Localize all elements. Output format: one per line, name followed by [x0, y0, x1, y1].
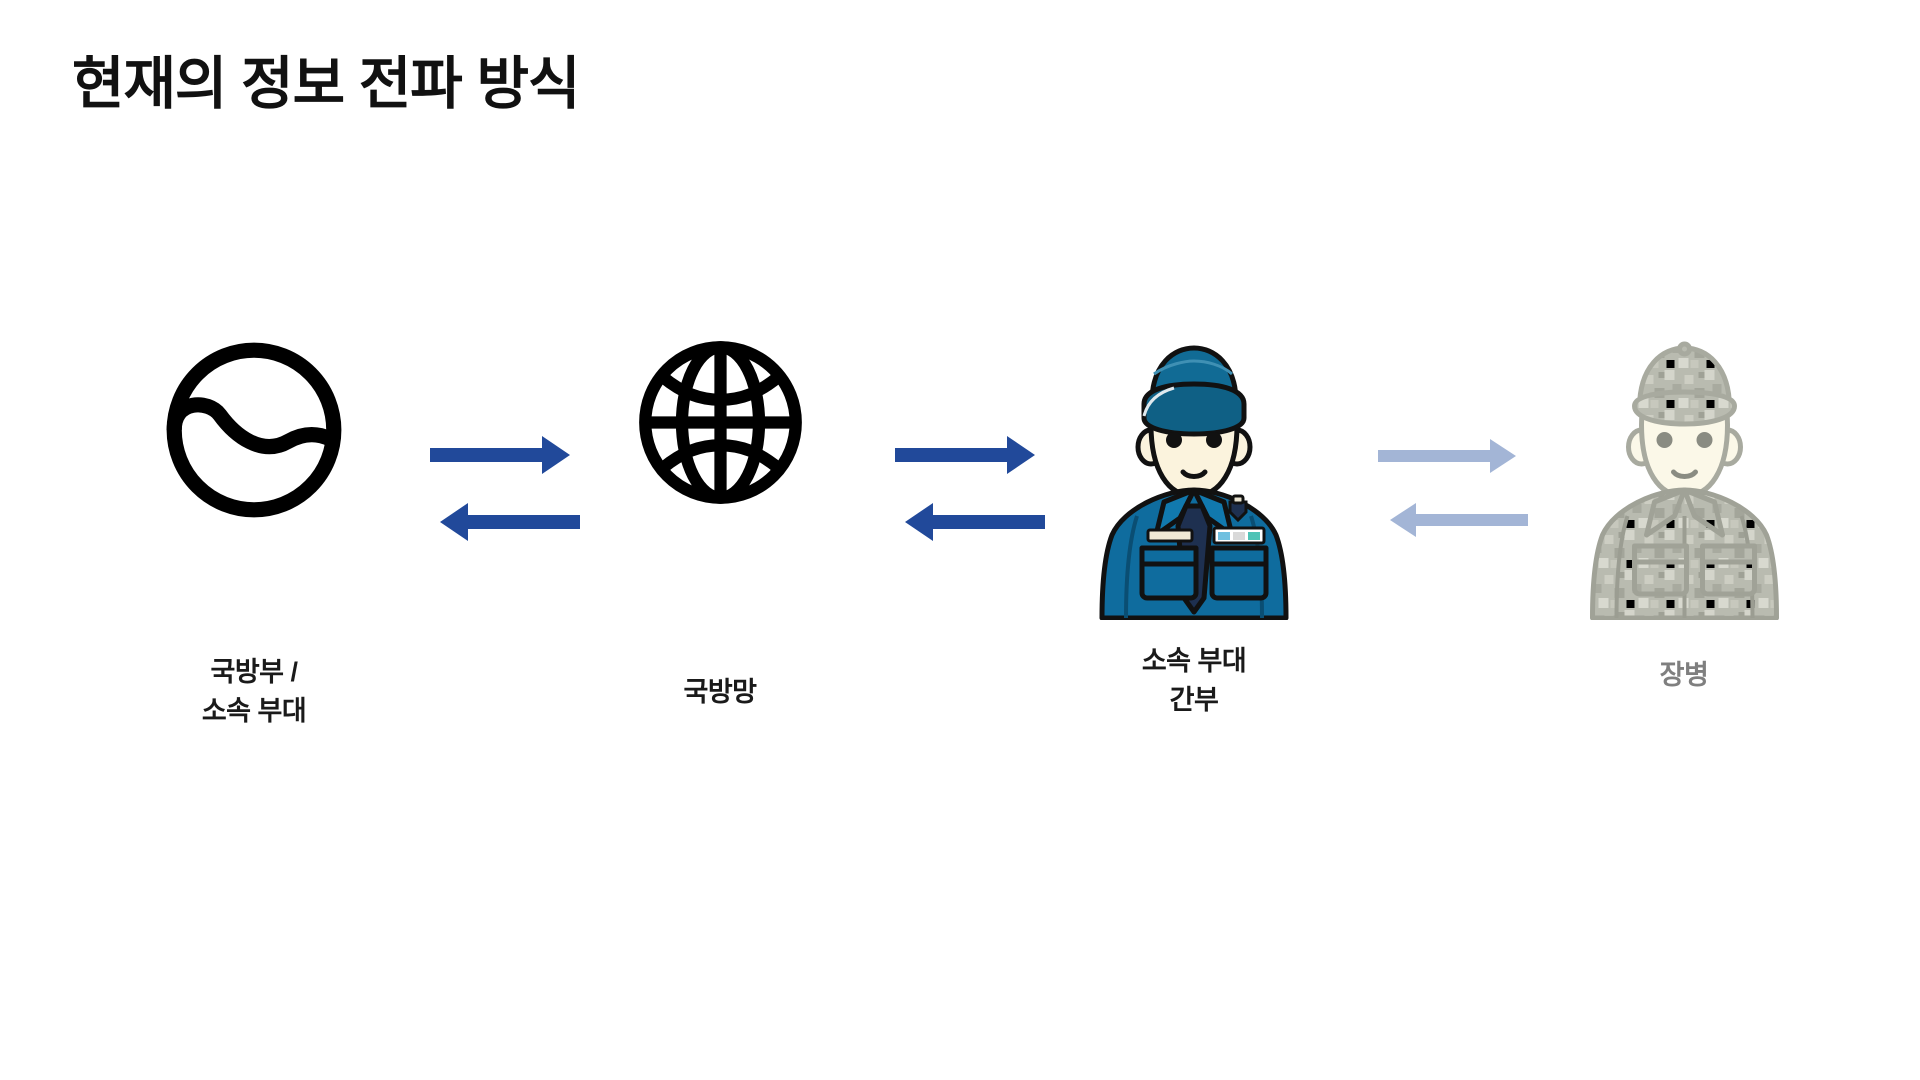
globe-icon [570, 330, 870, 635]
arrow-left-icon [905, 503, 1045, 541]
flow-node-ministry[interactable]: 국방부 / 소속 부대 [104, 330, 404, 760]
arrow-right-icon [895, 436, 1035, 474]
connector-officer-to-soldier [1378, 430, 1528, 550]
military-officer-icon [1044, 330, 1344, 630]
arrow-right-icon [1378, 439, 1516, 473]
flow-node-network[interactable]: 국방망 [570, 330, 870, 760]
connector-ministry-to-network [430, 430, 580, 550]
flow-node-label-network: 국방망 [683, 677, 757, 707]
arrow-left-icon [1390, 503, 1528, 537]
flow-node-officer[interactable]: 소속 부대 간부 [1044, 330, 1344, 760]
arrow-left-icon [440, 503, 580, 541]
information-flow-diagram: 국방부 / 소속 부대 [0, 330, 1920, 760]
page-title: 현재의 정보 전파 방식 [72, 52, 580, 116]
connector-network-to-officer [895, 430, 1045, 550]
soldier-camouflage-icon [1534, 330, 1834, 630]
flow-node-label-soldier: 장병 [1659, 660, 1709, 690]
flow-node-label-officer: 소속 부대 간부 [1141, 646, 1247, 716]
flow-node-label-ministry: 국방부 / 소속 부대 [201, 657, 307, 727]
taegeuk-circle-icon [104, 330, 404, 635]
arrow-right-icon [430, 436, 570, 474]
flow-node-soldier[interactable]: 장병 [1534, 330, 1834, 760]
